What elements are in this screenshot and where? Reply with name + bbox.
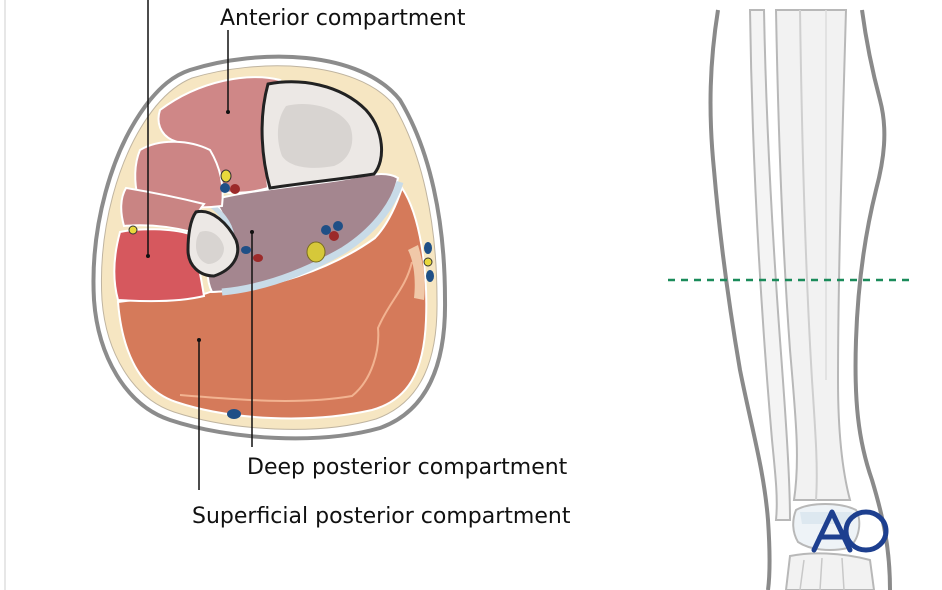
superficial-posterior-marker-dot bbox=[197, 338, 201, 342]
lateral-marker-dot bbox=[146, 254, 150, 258]
sural-vein bbox=[227, 409, 241, 419]
foot-bones bbox=[786, 553, 874, 590]
leg-outline-right bbox=[856, 10, 890, 590]
lateral-nerve bbox=[129, 226, 137, 234]
superficial-posterior-compartment-label: Superficial posterior compartment bbox=[192, 504, 571, 529]
deep-posterior-marker-dot bbox=[250, 230, 254, 234]
deep-posterior-compartment-label: Deep posterior compartment bbox=[247, 455, 568, 480]
cross-section-icon bbox=[93, 0, 445, 490]
tibia-shaft bbox=[776, 10, 850, 500]
leg-bone-icon bbox=[668, 10, 910, 590]
anterior-compartment-label: Anterior compartment bbox=[220, 6, 466, 31]
anterior-marker-dot bbox=[226, 110, 230, 114]
